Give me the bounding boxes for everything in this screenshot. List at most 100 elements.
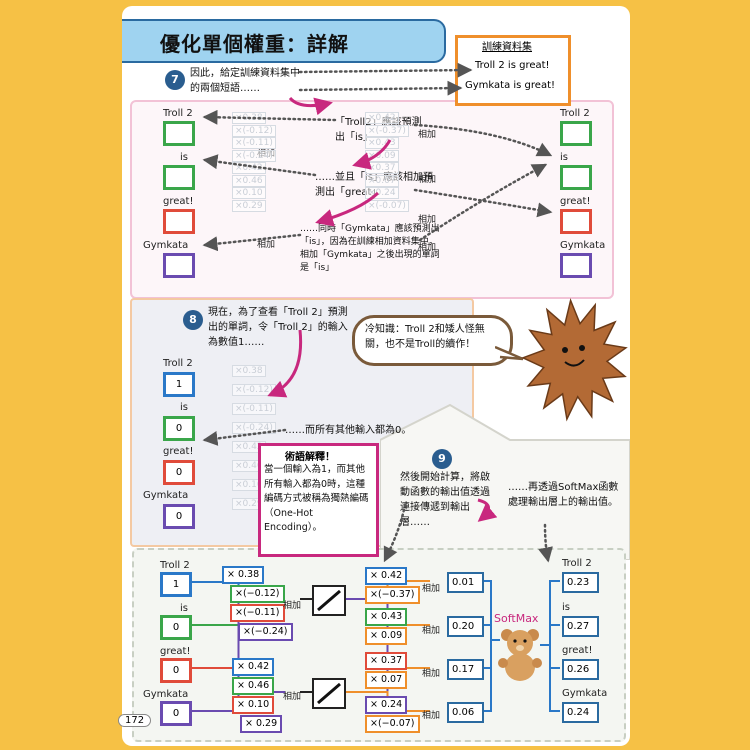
header-banner: [122, 19, 446, 63]
term-text: 當一個輸入為1，而其他所有輸入都為0時，這種編碼方式被稱為獨熱編碼（One-Ho…: [264, 464, 369, 533]
out-weight-3: × 0.09: [365, 627, 408, 645]
s7-out-word-gymkata: Gymkata: [560, 240, 606, 251]
s7-word-troll2: Troll 2: [163, 108, 193, 119]
step9-text-2: ……再透過SoftMax函數處理輸出層上的輸出值。: [508, 482, 619, 508]
step7-faint-weight-1: ×(-0.12): [232, 124, 276, 137]
output-gymkata: 0.24: [562, 702, 599, 723]
weight-top-3: ×(−0.24): [238, 623, 293, 641]
step7-add-4: 相加: [418, 175, 437, 185]
net-out-word-gymkata: Gymkata: [562, 688, 608, 699]
s7-input-is: [163, 165, 195, 190]
training-data-box: [455, 35, 571, 106]
step7-faint-weight-8: ×0.42: [365, 112, 399, 124]
step8-number: 8: [183, 310, 203, 330]
out-weight-7: ×(−0.07): [365, 715, 420, 733]
step7-faint-weight-12: ×0.37: [365, 162, 399, 174]
step7-faint-weight-6: ×0.10: [232, 187, 266, 199]
weight-bottom-1: × 0.46: [232, 677, 275, 695]
net-input-is: 0: [160, 615, 192, 640]
out-weight-0: × 0.42: [365, 567, 408, 585]
sum-2: 0.17: [447, 659, 484, 680]
out-add-0: 相加: [422, 584, 441, 594]
page-title: 優化單個權重：詳解: [160, 32, 349, 56]
s7-input-gymkata: [163, 253, 195, 278]
fun-fact-text: 冷知識：Troll 2和矮人怪無關，也不是Troll的續作！: [365, 324, 485, 350]
output-is: 0.27: [562, 616, 599, 637]
out-weight-1: ×(−0.37): [365, 586, 420, 604]
s8-word-is: is: [180, 402, 188, 413]
step9-number: 9: [432, 449, 452, 469]
net-out-word-troll2: Troll 2: [562, 558, 592, 569]
out-add-2: 相加: [422, 669, 441, 679]
weight-bottom-3: × 0.29: [240, 715, 283, 733]
sum-3: 0.06: [447, 702, 484, 723]
step7-text-1: 因此，給定訓練資料集中的兩個短語……: [190, 68, 300, 94]
s8-word-gymkata: Gymkata: [143, 490, 189, 501]
term-title: 術語解釋！: [285, 452, 335, 463]
output-troll2: 0.23: [562, 572, 599, 593]
weight-bottom-0: × 0.42: [232, 658, 275, 676]
s7-output-gymkata: [560, 253, 592, 278]
step7-number: 7: [165, 70, 185, 90]
s7-input-troll2: [163, 121, 195, 146]
step7-faint-weight-10: ×0.43: [365, 137, 399, 149]
fun-fact-bubble: [352, 315, 513, 366]
weight-bottom-2: × 0.10: [232, 696, 275, 714]
hidden-add-bottom: 相加: [283, 692, 302, 702]
s7-output-troll2: [560, 121, 592, 146]
hidden-add-top: 相加: [283, 601, 302, 611]
s7-out-word-great: great!: [560, 196, 591, 207]
step8-faint-weight-1: ×(-0.12): [232, 384, 276, 396]
step7-faint-weight-5: ×0.46: [232, 174, 266, 187]
step7-faint-weight-2: ×(-0.11): [232, 137, 276, 149]
out-weight-5: × 0.07: [365, 671, 408, 689]
output-great: 0.26: [562, 659, 599, 680]
net-out-word-great: great!: [562, 645, 593, 656]
step8-faint-weight-6: ×0.10: [232, 479, 266, 491]
s7-word-great: great!: [163, 196, 194, 207]
step9-text-1: 然後開始計算，將啟動函數的輸出值透過連接傳遞到輸出層……: [400, 472, 490, 528]
s8-input-is: 0: [163, 416, 195, 441]
step7-add-6: 相加: [418, 243, 437, 253]
troll-character: [521, 297, 628, 422]
training-data-title: 訓練資料集: [482, 42, 532, 53]
sum-0: 0.01: [447, 572, 484, 593]
training-line-2: Gymkata is great!: [465, 80, 555, 91]
step8-text-1: 現在，為了查看「Troll 2」預測出的單詞，令「Troll 2」的輸入為數值1…: [208, 307, 348, 348]
step7-faint-weight-7: ×0.29: [232, 199, 266, 212]
step8-faint-weight-7: ×0.29: [232, 498, 266, 510]
step7-faint-weight-9: ×(-0.37): [365, 124, 409, 137]
step7-faint-weight-3: ×(-0.24): [232, 149, 276, 162]
out-weight-2: × 0.43: [365, 608, 408, 626]
net-word-gymkata: Gymkata: [143, 689, 189, 700]
conn-softmax-in-3: [482, 639, 500, 712]
weight-top-0: × 0.38: [222, 566, 265, 584]
net-word-troll2: Troll 2: [160, 560, 190, 571]
term-box: [258, 443, 379, 557]
conn-softmax-out-3: [540, 644, 560, 712]
s8-word-great: great!: [163, 446, 194, 457]
net-word-great: great!: [160, 646, 191, 657]
net-word-is: is: [180, 603, 188, 614]
activation-node-bottom: [312, 678, 346, 709]
sum-1: 0.20: [447, 616, 484, 637]
weight-top-2: ×(−0.11): [230, 604, 285, 622]
s7-out-word-is: is: [560, 152, 568, 163]
s7-output-great: [560, 209, 592, 234]
s8-input-gymkata: 0: [163, 504, 195, 529]
page-number: 172: [118, 714, 152, 727]
s8-input-troll2: 1: [163, 372, 195, 397]
relu-icon-bottom: [317, 682, 341, 705]
s7-input-great: [163, 209, 195, 234]
softmax-label: SoftMax: [494, 612, 539, 625]
step7-faint-weight-13: ×0.07: [365, 174, 399, 187]
s8-word-troll2: Troll 2: [163, 358, 193, 369]
s7-out-word-troll2: Troll 2: [560, 108, 590, 119]
step8-faint-weight-2: ×(-0.11): [232, 403, 276, 415]
net-out-word-is: is: [562, 602, 570, 613]
step7-add-3: 相加: [418, 130, 437, 140]
net-input-troll2: 1: [160, 572, 192, 597]
step7-faint-weight-15: ×(-0.07): [365, 199, 409, 212]
bubble-tail: [495, 345, 524, 361]
